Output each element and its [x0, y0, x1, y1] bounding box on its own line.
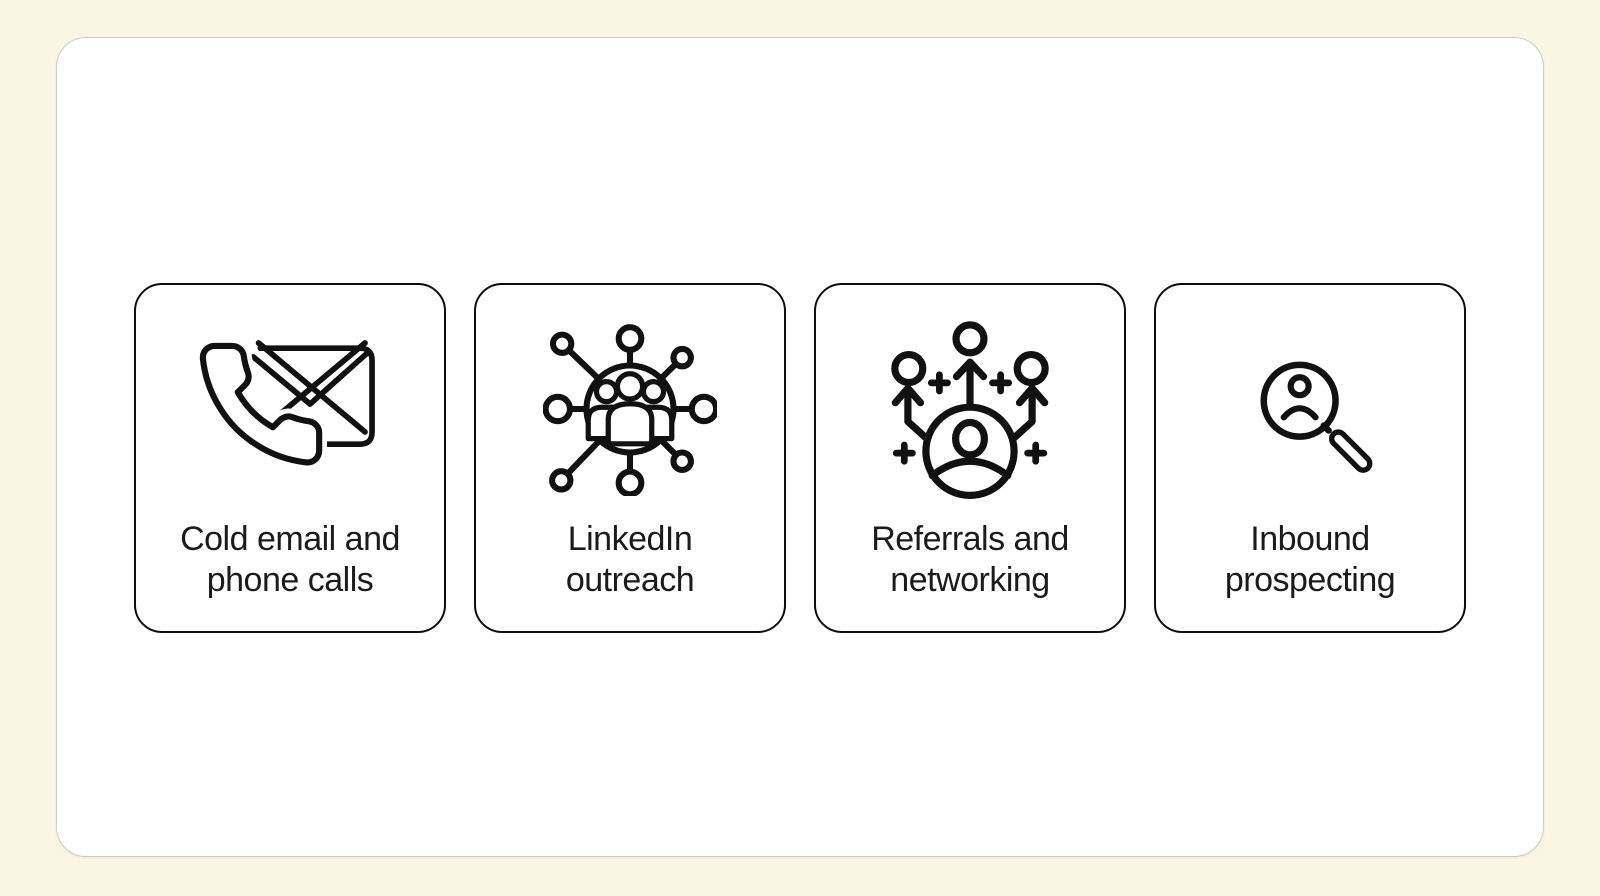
label-line-1: Inbound [1250, 520, 1370, 558]
label-line-1: LinkedIn [567, 520, 693, 558]
method-cards-row: Cold email and phone calls [134, 283, 1466, 633]
label-line-1: Referrals and [871, 520, 1069, 558]
card-label: Referrals and networking [871, 519, 1069, 601]
card-label: Inbound prospecting [1224, 519, 1396, 601]
label-line-2: phone calls [206, 561, 374, 599]
label-line-2: networking [890, 561, 1050, 599]
card-referrals-networking: Referrals and networking [814, 283, 1126, 633]
card-label: Cold email and phone calls [180, 519, 400, 601]
phone-envelope-icon [194, 315, 386, 487]
card-inbound-prospecting: Inbound prospecting [1154, 283, 1466, 633]
card-linkedin-outreach: LinkedIn outreach [474, 283, 786, 633]
card-label: LinkedIn outreach [565, 519, 695, 601]
content-panel: Cold email and phone calls [56, 37, 1544, 857]
referral-people-arrows-icon [880, 321, 1060, 499]
label-line-2: prospecting [1224, 561, 1396, 599]
person-search-icon [1241, 323, 1379, 495]
label-line-2: outreach [565, 561, 695, 599]
card-cold-email-phone-calls: Cold email and phone calls [134, 283, 446, 633]
label-line-1: Cold email and [180, 520, 400, 558]
network-people-icon [543, 323, 717, 496]
